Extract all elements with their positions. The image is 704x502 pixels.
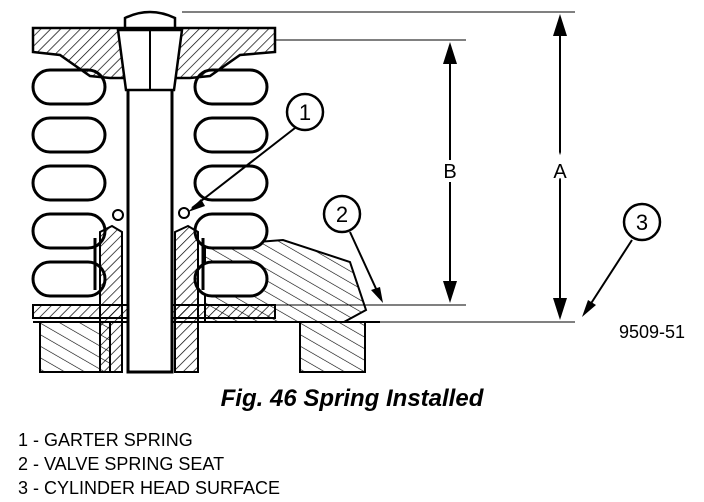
dimension-b-arrow bbox=[443, 42, 457, 303]
valve-guide bbox=[93, 224, 205, 373]
valve-spring-coils bbox=[31, 68, 269, 298]
figure-caption: Fig. 46 Spring Installed bbox=[220, 385, 484, 412]
dimension-b-label: B bbox=[443, 161, 456, 183]
callout-1: 1 bbox=[188, 92, 325, 212]
garter-spring bbox=[112, 207, 190, 221]
dimension-lines bbox=[182, 11, 575, 323]
dimension-a-arrow bbox=[553, 14, 567, 320]
figure-code: 9509-51 bbox=[619, 322, 685, 342]
valve-spring-diagram: B A 1 2 3 9509-51 bbox=[31, 10, 685, 374]
callout-1-number: 1 bbox=[299, 100, 311, 125]
legend-item-valve-spring-seat: 2 - VALVE SPRING SEAT bbox=[18, 454, 225, 474]
legend-item-cylinder-head-surface: 3 - CYLINDER HEAD SURFACE bbox=[18, 478, 281, 498]
callout-3-number: 3 bbox=[636, 210, 648, 235]
spring-retainer bbox=[31, 10, 277, 92]
legend-item-garter-spring: 1 - GARTER SPRING bbox=[18, 430, 193, 450]
dimension-a-label: A bbox=[553, 161, 567, 183]
callout-legend: 1 - GARTER SPRING 2 - VALVE SPRING SEAT … bbox=[18, 428, 280, 500]
callout-2: 2 bbox=[322, 194, 383, 303]
callout-2-number: 2 bbox=[336, 202, 348, 227]
valve-stem bbox=[126, 36, 174, 374]
callout-3: 3 bbox=[582, 202, 662, 317]
